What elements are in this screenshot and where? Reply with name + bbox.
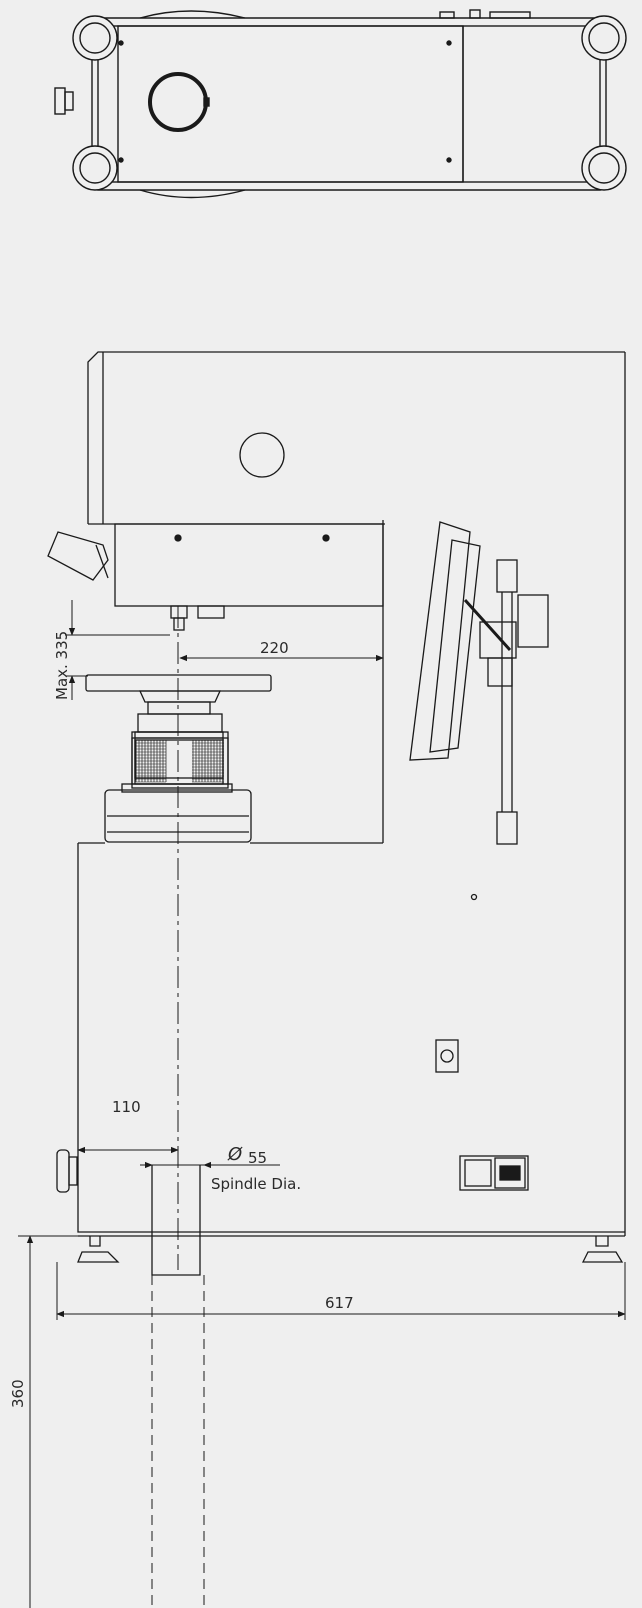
side-view xyxy=(47,351,626,1276)
screw-threads xyxy=(135,739,224,783)
top-view xyxy=(54,9,627,199)
corner-wheel xyxy=(72,15,118,61)
dim-max-height: Max. 335 xyxy=(53,631,71,700)
corner-wheel xyxy=(581,15,627,61)
dim-spindle-label: Spindle Dia. xyxy=(211,1175,301,1193)
dim-center-offset: 110 xyxy=(112,1098,141,1116)
dim-throat-depth: 220 xyxy=(260,639,289,657)
dim-spindle-value: 55 xyxy=(248,1149,267,1167)
corner-wheel xyxy=(581,145,627,191)
dim-overall-width: 617 xyxy=(325,1294,354,1312)
dim-spindle-symbol: Ø xyxy=(227,1144,243,1165)
corner-wheel xyxy=(72,145,118,191)
dim-pit-depth: 360 xyxy=(9,1379,27,1408)
dimension-lines xyxy=(18,600,626,1608)
